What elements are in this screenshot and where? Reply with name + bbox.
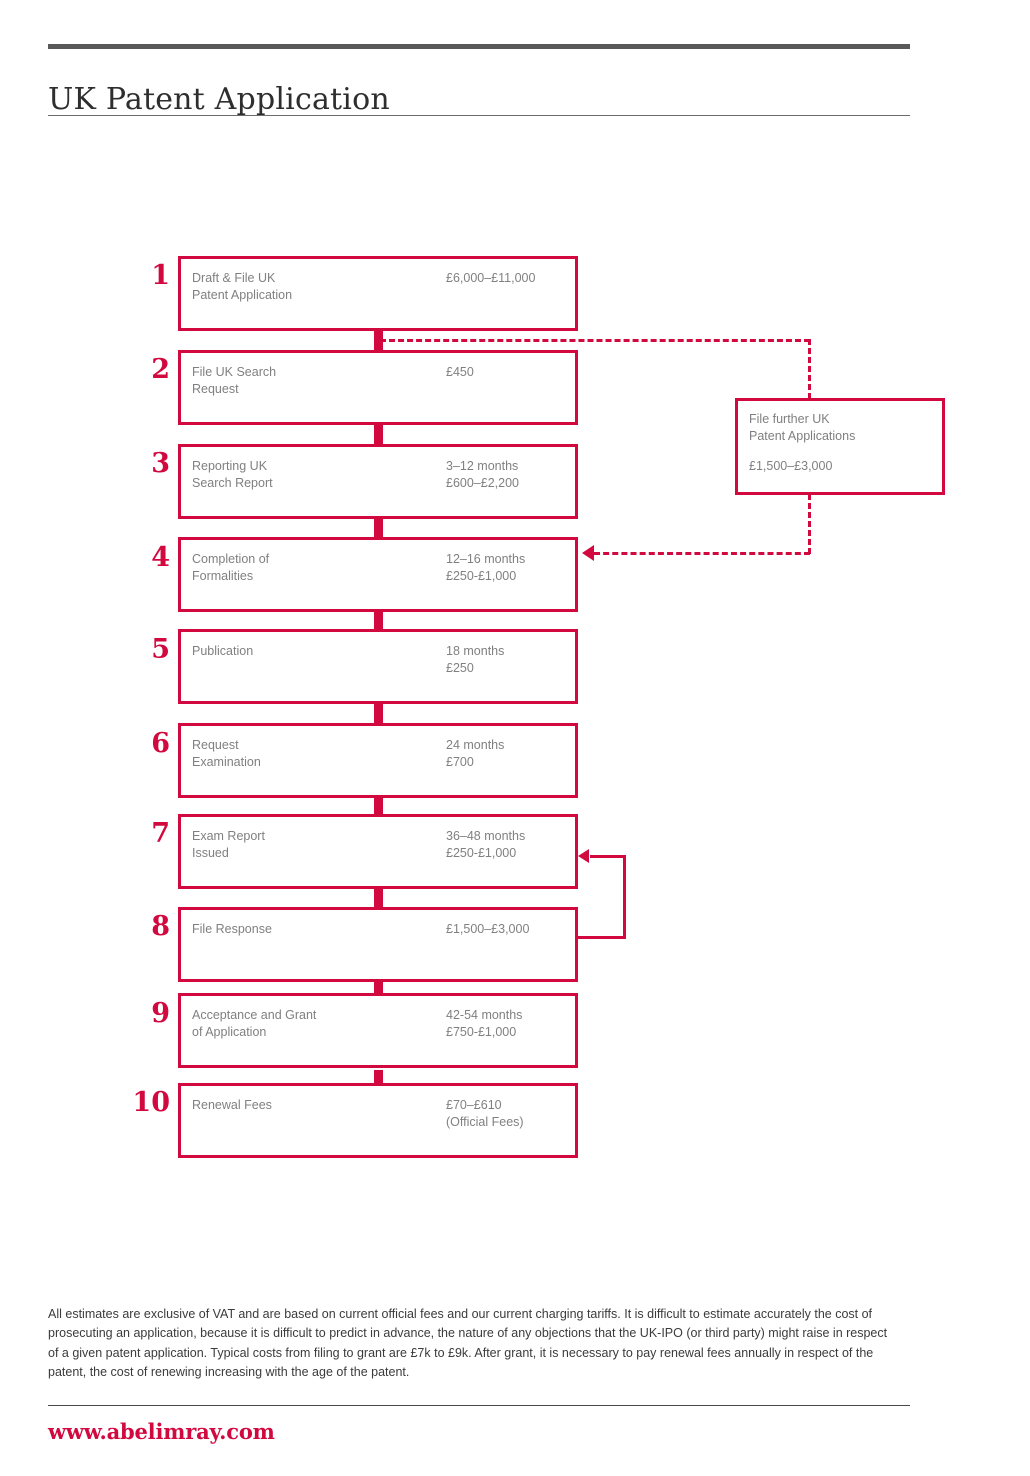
step-number-3: 3 (151, 448, 170, 479)
step-value-2: £450 (446, 365, 474, 379)
step-number-1: 1 (151, 260, 170, 291)
step-box-10[interactable]: Renewal Fees £70–£610 (Official Fees) (178, 1083, 578, 1158)
connector-9-10 (374, 1070, 383, 1095)
branch-dash-right-lower (808, 494, 811, 554)
step-value-6: 24 months £700 (446, 738, 505, 769)
website-url[interactable]: www.abelimray.com (48, 1419, 275, 1444)
step-box-3[interactable]: Reporting UK Search Report 3–12 months £… (178, 444, 578, 519)
step-number-4: 4 (151, 542, 170, 573)
step-value-1: £6,000–£11,000 (446, 271, 536, 285)
step-value-10: £70–£610 (Official Fees) (446, 1098, 524, 1129)
title-rule (48, 115, 910, 116)
loop-from-step8 (578, 936, 626, 939)
footer-rule (48, 1405, 910, 1406)
step-value-8: £1,500–£3,000 (446, 922, 530, 936)
branch-dash-right-upper (808, 339, 811, 399)
connector-6-7 (374, 794, 383, 817)
step-label-6: Request Examination (192, 738, 261, 769)
side-branch-box-file-further-applications[interactable]: File further UK Patent Applications £1,5… (735, 398, 945, 495)
side-branch-value: £1,500–£3,000 (749, 459, 833, 473)
step-label-1: Draft & File UK Patent Application (192, 271, 293, 302)
branch-arrowhead-to-step4 (582, 545, 594, 561)
step-value-9: 42-54 months £750-£1,000 (446, 1008, 523, 1039)
step-number-7: 7 (151, 818, 170, 849)
branch-dash-top (380, 339, 810, 342)
step-value-7: 36–48 months £250-£1,000 (446, 829, 526, 860)
step-box-7[interactable]: Exam Report Issued 36–48 months £250-£1,… (178, 814, 578, 889)
connector-2-3 (374, 421, 383, 446)
step-label-3: Reporting UK Search Report (192, 459, 273, 490)
step-label-5: Publication (192, 644, 254, 658)
step-number-6: 6 (151, 728, 170, 759)
step-number-5: 5 (151, 634, 170, 665)
step-label-7: Exam Report Issued (192, 829, 265, 860)
page-title: UK Patent Application (48, 82, 390, 118)
step-box-6[interactable]: Request Examination 24 months £700 (178, 723, 578, 798)
loop-vertical (623, 855, 626, 939)
connector-7-8 (374, 886, 383, 909)
step-number-2: 2 (151, 354, 170, 385)
step-number-8: 8 (151, 911, 170, 942)
step-box-2[interactable]: File UK Search Request £450 (178, 350, 578, 425)
side-branch-label: File further UK Patent Applications (749, 412, 856, 443)
step-value-5: 18 months £250 (446, 644, 505, 675)
step-number-10: 10 (132, 1087, 170, 1118)
step-box-1[interactable]: Draft & File UK Patent Application £6,00… (178, 256, 578, 331)
step-box-4[interactable]: Completion of Formalities 12–16 months £… (178, 537, 578, 612)
loop-arrowhead-to-step7 (578, 849, 589, 863)
step-label-9: Acceptance and Grant of Application (192, 1008, 317, 1039)
step-label-2: File UK Search Request (192, 365, 277, 396)
top-rule (48, 44, 910, 49)
step-value-3: 3–12 months £600–£2,200 (446, 459, 519, 490)
step-label-8: File Response (192, 922, 272, 936)
step-box-9[interactable]: Acceptance and Grant of Application 42-5… (178, 993, 578, 1068)
step-label-4: Completion of Formalities (192, 552, 270, 583)
connector-8-9 (374, 979, 383, 1002)
step-box-5[interactable]: Publication 18 months £250 (178, 629, 578, 704)
connector-4-5 (374, 607, 383, 630)
loop-to-step7 (590, 855, 626, 858)
connector-3-4 (374, 515, 383, 538)
step-label-10: Renewal Fees (192, 1098, 272, 1112)
step-box-8[interactable]: File Response £1,500–£3,000 (178, 907, 578, 982)
connector-1-2 (374, 327, 383, 357)
step-value-4: 12–16 months £250-£1,000 (446, 552, 526, 583)
connector-5-6 (374, 700, 383, 725)
step-number-9: 9 (151, 998, 170, 1029)
disclaimer-text: All estimates are exclusive of VAT and a… (48, 1306, 888, 1380)
branch-dash-bottom (594, 552, 810, 555)
